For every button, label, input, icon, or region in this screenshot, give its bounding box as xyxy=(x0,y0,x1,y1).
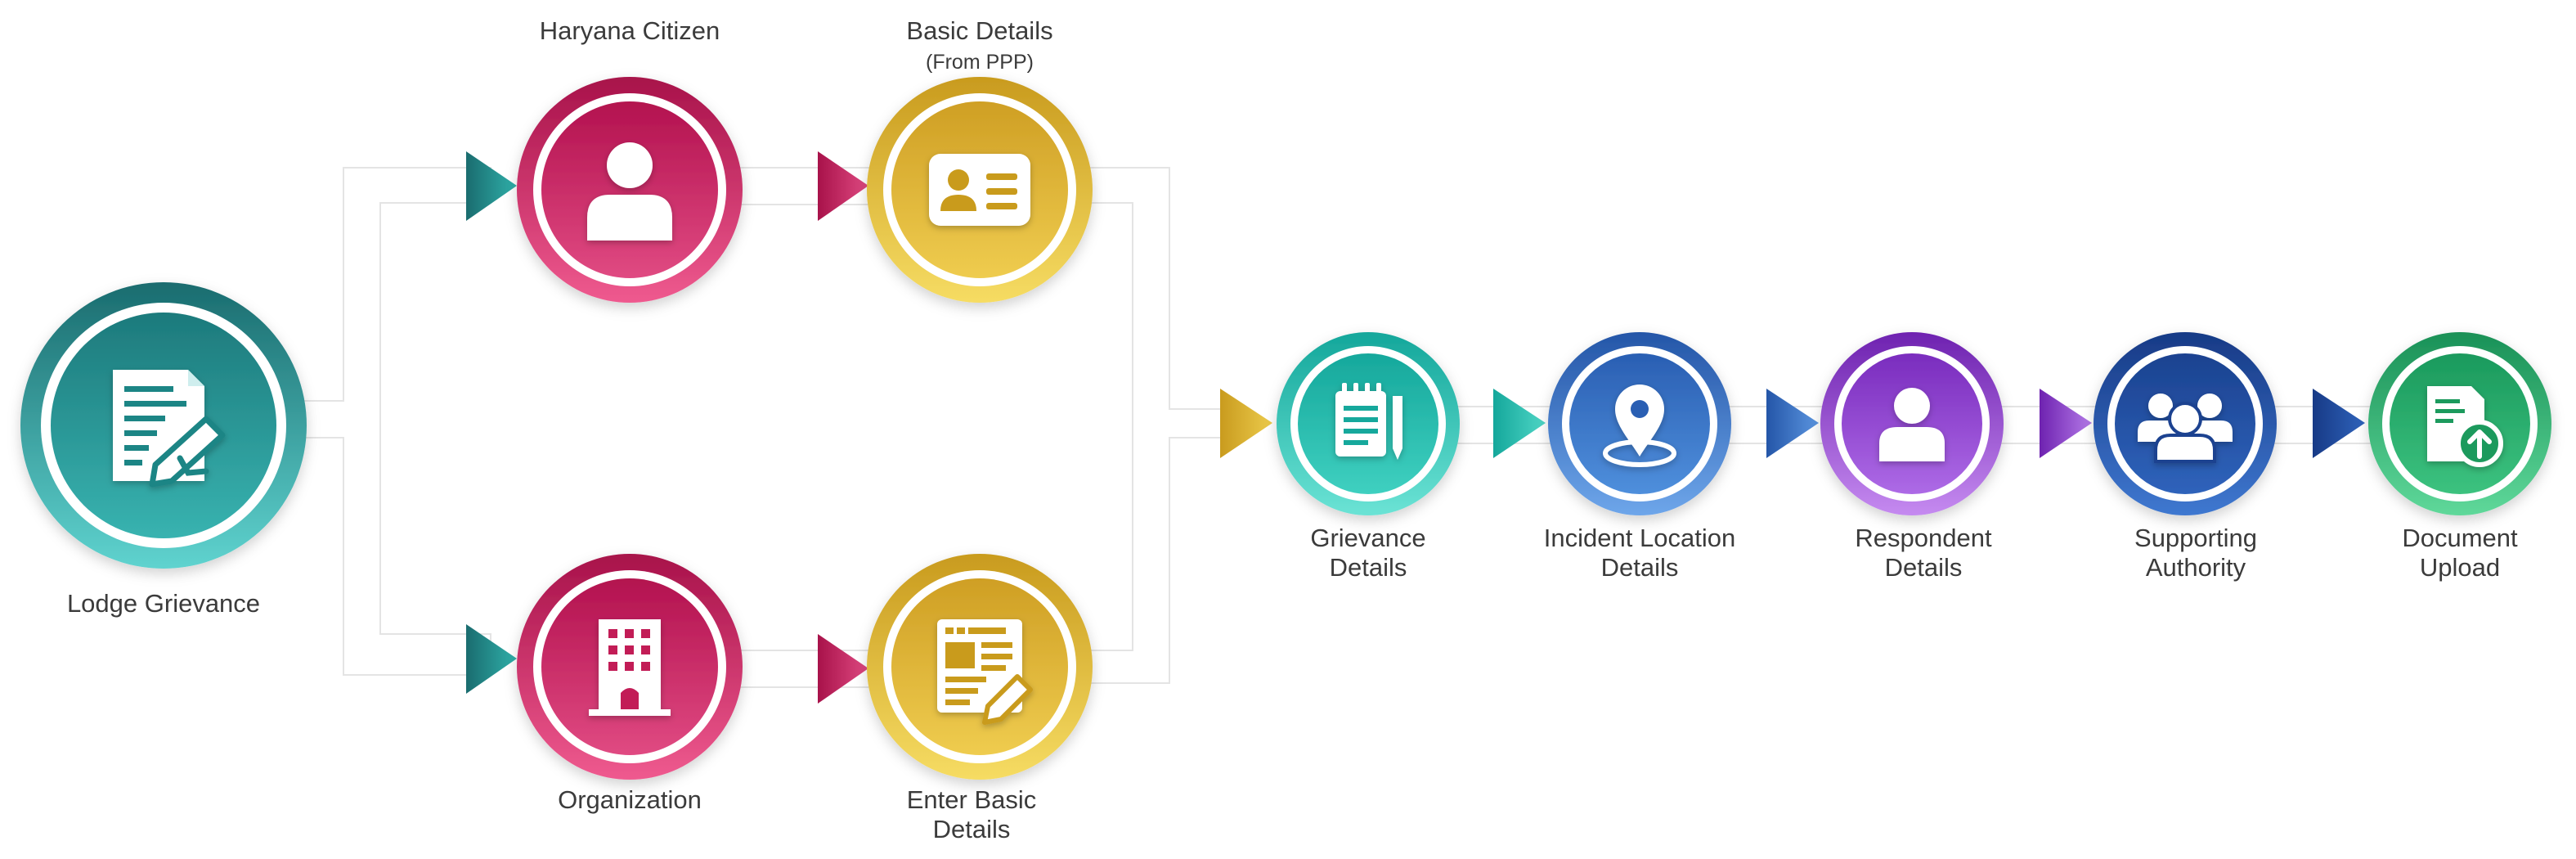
basic-details-ppp-sublabel: (From PPP) xyxy=(926,51,1034,74)
location-pin-icon xyxy=(1603,385,1676,467)
arrow-to-incident-location xyxy=(1493,389,1546,458)
incident-location-label-line2: Details xyxy=(1601,553,1679,582)
left-split-connector xyxy=(285,167,491,676)
document-upload-label-line2: Upload xyxy=(2420,553,2500,582)
arrow-to-organization xyxy=(466,624,517,694)
user-icon xyxy=(587,142,672,241)
grievance-details-label-line1: Grievance xyxy=(1310,524,1425,552)
arrow-to-document-upload xyxy=(2313,389,2365,458)
supporting-authority-label-line1: Supporting xyxy=(2134,524,2257,552)
arrow-to-respondent xyxy=(1766,389,1819,458)
group-icon xyxy=(2138,394,2233,463)
enter-basic-details-label-line2: Details xyxy=(933,815,1011,843)
basic-details-ppp-label: Basic Details xyxy=(906,16,1052,45)
id-card-icon xyxy=(929,154,1030,226)
grievance-details-label-line2: Details xyxy=(1330,553,1407,582)
arrow-to-grievance-details xyxy=(1220,389,1272,458)
grievance-form-icon xyxy=(113,370,226,488)
haryana-citizen-label: Haryana Citizen xyxy=(540,16,720,45)
arrows xyxy=(466,151,2365,704)
form-edit-icon xyxy=(937,619,1033,725)
arrow-to-enter-basic xyxy=(818,634,868,704)
right-merge-connector xyxy=(1079,167,1227,684)
enter-basic-details-label-line1: Enter Basic xyxy=(907,785,1037,814)
document-upload-label-line1: Document xyxy=(2402,524,2518,552)
respondent-label-line2: Details xyxy=(1885,553,1963,582)
arrow-to-basic-ppp xyxy=(818,151,868,221)
lodge-grievance-label: Lodge Grievance xyxy=(67,589,260,618)
arrow-to-citizen xyxy=(466,151,517,221)
supporting-authority-label-line2: Authority xyxy=(2146,553,2246,582)
document-upload-icon xyxy=(2427,386,2503,467)
building-icon xyxy=(589,619,671,716)
incident-location-label-line1: Incident Location xyxy=(1544,524,1735,552)
organization-label: Organization xyxy=(558,785,702,814)
notepad-icon xyxy=(1335,383,1402,460)
respondent-label-line1: Respondent xyxy=(1855,524,1992,552)
person-icon xyxy=(1879,388,1945,461)
node-haryana-citizen[interactable] xyxy=(517,77,743,303)
arrow-to-supporting-authority xyxy=(2040,389,2092,458)
